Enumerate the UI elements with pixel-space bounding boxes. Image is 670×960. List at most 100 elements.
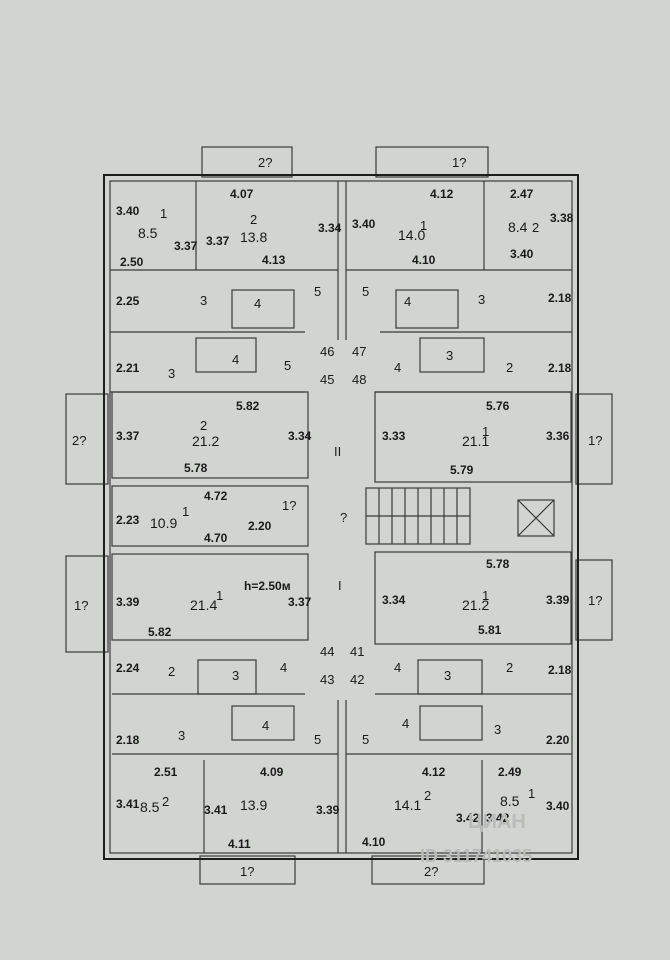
- watermark-brand: ЦИАН: [468, 811, 526, 833]
- balcony: [371, 855, 485, 885]
- dimension: 5.81: [478, 623, 502, 637]
- dimension: 2.21: [116, 361, 140, 375]
- balcony: [65, 555, 109, 653]
- dimension: 3.37: [174, 239, 198, 253]
- room-number: 5: [284, 358, 291, 373]
- dimension: 3.33: [382, 429, 406, 443]
- dimension: 5.78: [184, 461, 208, 475]
- room-area: 8.5: [140, 799, 160, 815]
- dimension: 2.18: [548, 361, 572, 375]
- dimension: 4.12: [430, 187, 454, 201]
- room-number: 1: [420, 218, 427, 233]
- dimension: 2.20: [248, 519, 272, 533]
- room-number: 4: [254, 296, 261, 311]
- room-number: 4: [394, 660, 401, 675]
- room-area: 13.9: [240, 797, 267, 813]
- dimension: 4.72: [204, 489, 228, 503]
- balcony-label: 1?: [74, 598, 88, 613]
- dimension: 2.47: [510, 187, 534, 201]
- room-number: 45: [320, 372, 334, 387]
- dimension: 3.40: [546, 799, 570, 813]
- room-area: 14.0: [398, 227, 425, 243]
- dimension: 3.37: [288, 595, 312, 609]
- room-area: 8.4: [508, 219, 528, 235]
- balcony: [199, 855, 296, 885]
- dimension: 3.39: [546, 593, 570, 607]
- dimension: 3.40: [352, 217, 376, 231]
- room-number: 46: [320, 344, 334, 359]
- dimension: 2.18: [548, 291, 572, 305]
- room-number: 3: [168, 366, 175, 381]
- stairwell: [365, 487, 471, 545]
- room-area: 21.1: [462, 433, 489, 449]
- room-number: 48: [352, 372, 366, 387]
- dimension: 2.20: [546, 733, 570, 747]
- room-number: 1: [482, 588, 489, 603]
- room-number: 1: [482, 424, 489, 439]
- room-number: 2: [200, 418, 207, 433]
- room-area: 21.2: [192, 433, 219, 449]
- dimension: 2.18: [548, 663, 572, 677]
- room-number: 4: [404, 294, 411, 309]
- balcony-label: 2?: [258, 155, 272, 170]
- plan-labels: 2? 1? 2? 1? 1? 1? 1? 2? 4.07 2 13.8 3.34…: [72, 155, 602, 879]
- dimension: 3.34: [318, 221, 342, 235]
- balcony: [201, 146, 293, 178]
- balcony-label: 1?: [240, 864, 254, 879]
- dimension: 3.38: [550, 211, 574, 225]
- room-number: 3: [478, 292, 485, 307]
- ceiling-height: h=2.50м: [244, 579, 291, 593]
- room-area: 21.4: [190, 597, 217, 613]
- corridor-label: II: [334, 444, 341, 459]
- dimension: 5.78: [486, 557, 510, 571]
- balcony: [375, 146, 489, 178]
- room-number: 1: [216, 588, 223, 603]
- outer-wall: [103, 174, 579, 860]
- dimension: 4.13: [262, 253, 286, 267]
- dimension: 2.25: [116, 294, 140, 308]
- dimension: 3.42: [456, 811, 480, 825]
- corridor-label: I: [338, 578, 342, 593]
- balcony-label: 1?: [588, 593, 602, 608]
- room-number: 4: [232, 352, 239, 367]
- dimension: 2.23: [116, 513, 140, 527]
- room-number: 44: [320, 644, 334, 659]
- dimension: 3.42: [486, 811, 510, 825]
- room-number: 2: [532, 220, 539, 235]
- room-number: 3: [232, 668, 239, 683]
- balconies: [65, 146, 613, 885]
- room-number: 4: [280, 660, 287, 675]
- room-number: 4: [262, 718, 269, 733]
- dimension: 4.11: [228, 837, 251, 851]
- dimension: 5.79: [450, 463, 474, 477]
- balcony-label: 1?: [452, 155, 466, 170]
- room-number: 4: [394, 360, 401, 375]
- room-number: 5: [362, 284, 369, 299]
- dimension: 2.18: [116, 733, 140, 747]
- dimension: 4.10: [362, 835, 386, 849]
- room-area: 21.2: [462, 597, 489, 613]
- room-number: 2: [250, 212, 257, 227]
- dimension: 3.40: [116, 204, 140, 218]
- room-area: 14.1: [394, 797, 421, 813]
- balcony: [65, 393, 109, 485]
- room-number: 2: [506, 360, 513, 375]
- room-number: 5: [314, 284, 321, 299]
- room-number: 3: [444, 668, 451, 683]
- dimension: 2.49: [498, 765, 522, 779]
- dimension: 3.36: [546, 429, 570, 443]
- dimension: 4.10: [412, 253, 436, 267]
- balcony: [575, 559, 613, 641]
- partitions: [110, 181, 572, 853]
- inner-wall: [109, 180, 573, 854]
- dimension: 5.82: [236, 399, 260, 413]
- room-number: 3: [200, 293, 207, 308]
- room-number: 1: [528, 786, 535, 801]
- dimension: 3.40: [510, 247, 534, 261]
- watermark-id: ID 311741035: [420, 846, 532, 866]
- room-number: 1?: [282, 498, 296, 513]
- room-number: 2: [424, 788, 431, 803]
- dimension: 3.39: [316, 803, 340, 817]
- room-number: 3: [178, 728, 185, 743]
